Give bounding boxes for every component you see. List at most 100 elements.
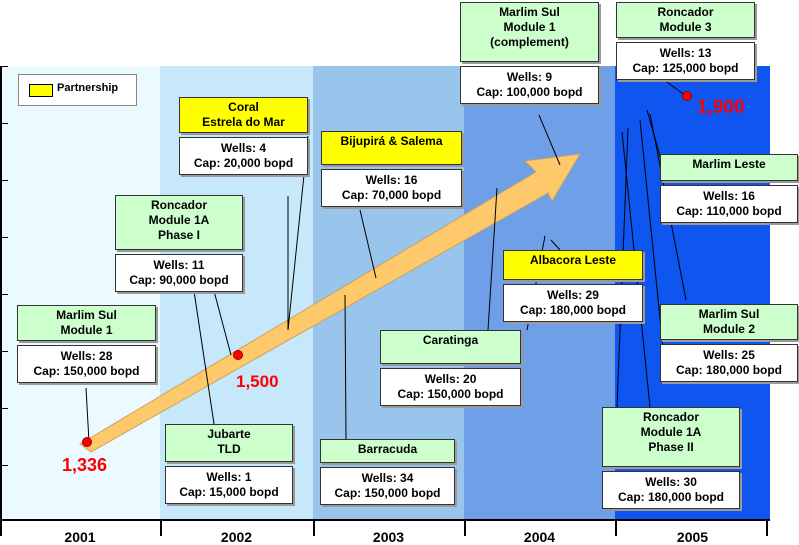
legend: Partnership [18,74,137,106]
project-name-line: Module 1 [60,323,113,337]
year-divider [313,519,315,536]
legend-label: Partnership [57,82,119,94]
project-wells: Wells: 30 [645,475,697,489]
project-name-line: Roncador [642,410,699,424]
y-axis-tick [0,408,8,409]
marker-label-1336: 1,336 [62,455,108,475]
y-axis-tick [0,351,8,352]
project-capacity: Cap: 180,000 bopd [675,363,783,377]
project-wells: Wells: 13 [659,46,712,60]
project-wells: Wells: 28 [60,349,113,363]
callout-connector [538,114,561,166]
project-name-line: Marlim Sul [56,308,117,322]
project-wells: Wells: 1 [206,470,252,484]
project-capacity: Cap: 180,000 bopd [617,490,725,504]
project-name-line: Phase II [648,440,694,454]
project-name-line: (complement) [490,35,569,49]
project-name-line: Coral [228,100,259,114]
project-name-line: Module 2 [702,322,755,336]
project-name: Marlim Leste [660,154,798,181]
year-label-2005: 2005 [676,529,709,545]
y-axis [0,66,2,536]
year-divider [615,519,617,536]
project-wells: Wells: 34 [361,471,414,485]
project-capacity: Cap: 20,000 bopd [193,156,294,170]
year-label-2004: 2004 [523,529,556,545]
project-capacity: Cap: 150,000 bopd [33,364,140,378]
project-name-line: Barracuda [357,442,418,456]
project-capacity: Cap: 180,000 bopd [519,303,627,317]
callout-connector [193,290,215,425]
y-axis-tick [0,237,8,238]
project-name-line: Albacora Leste [529,253,617,267]
y-axis-tick [0,123,8,124]
year-label-2002: 2002 [220,529,253,545]
project-name: Bijupirá & Salema [321,131,462,165]
project-name-line: Jubarte [207,427,251,441]
project-capacity: Cap: 110,000 bopd [676,204,782,218]
marker-2001 [82,437,92,447]
year-divider [464,519,466,536]
legend-swatch [29,84,53,97]
year-divider [766,519,768,536]
project-name-line: Module 1A [640,425,702,439]
callout-connector [487,187,498,331]
project-name-line: Module 1A [148,213,210,227]
callout-connector [359,209,377,279]
project-wells: Wells: 25 [703,348,755,362]
project-wells: Wells: 9 [506,70,553,84]
y-axis-tick [0,66,8,67]
project-name-line: Phase I [157,228,201,242]
project-capacity: Cap: 70,000 bopd [341,188,442,202]
project-name-line: Module 1 [503,20,556,34]
callout-connector [550,239,561,251]
project-name-line: TLD [217,442,241,456]
project-capacity: Cap: 150,000 bopd [397,387,504,401]
x-axis [0,519,770,521]
project-name-line: Caratinga [422,333,479,347]
project-wells: Wells: 11 [153,258,205,272]
callout-connector [85,387,90,443]
project-name-line: Module 3 [659,20,712,34]
project-wells: Wells: 29 [547,288,599,302]
callout-connector [213,290,232,356]
growth-arrow [79,153,581,453]
project-name-line: Marlim Sul [698,307,760,321]
project-name: Barracuda [320,439,455,463]
y-axis-tick [0,180,8,181]
project-name-line: Marlim Leste [692,157,766,171]
year-label-2003: 2003 [372,529,405,545]
project-name-line: Roncador [150,198,207,212]
project-capacity: Cap: 15,000 bopd [179,485,279,499]
project-wells: Wells: 20 [424,372,477,386]
marker-2002 [233,350,243,360]
project-name-line: Bijupirá & Salema [340,134,443,148]
y-axis-tick [0,294,8,295]
project-wells: Wells: 16 [365,173,418,187]
